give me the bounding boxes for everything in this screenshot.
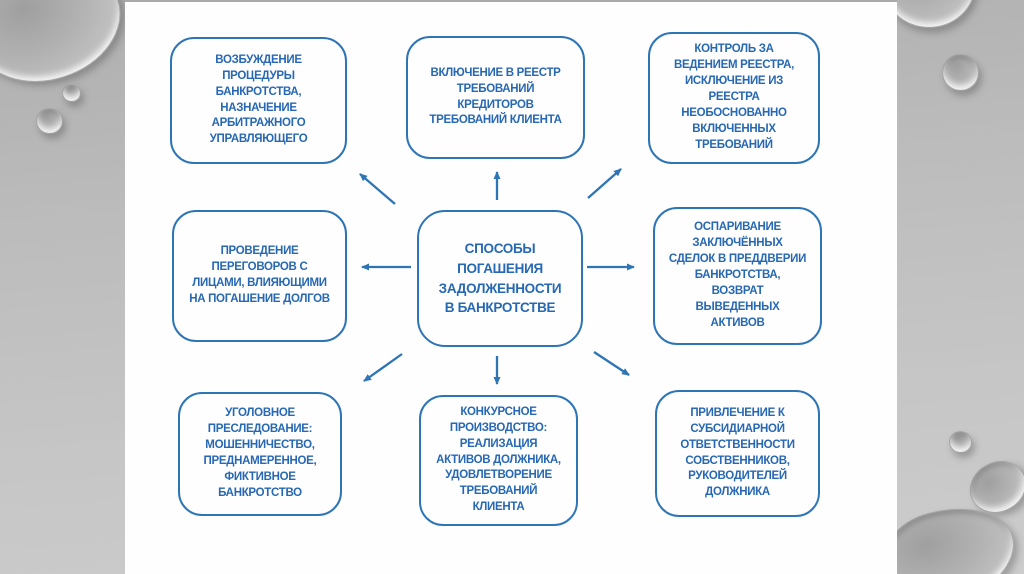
arrow-south-west [363, 353, 403, 382]
node-transaction-challenge: ОСПАРИВАНИЕ ЗАКЛЮЧЁННЫХ СДЕЛОК В ПРЕДДВЕ… [653, 207, 822, 345]
node-register-control: КОНТРОЛЬ ЗА ВЕДЕНИЕМ РЕЕСТРА, ИСКЛЮЧЕНИЕ… [648, 32, 820, 164]
node-creditor-register-inclusion: ВКЛЮЧЕНИЕ В РЕЕСТР ТРЕБОВАНИЙ КРЕДИТОРОВ… [406, 36, 585, 159]
center-node-debt-repayment-methods: СПОСОБЫ ПОГАШЕНИЯ ЗАДОЛЖЕННОСТИ В БАНКРО… [417, 210, 583, 347]
water-droplet-small-left [62, 84, 81, 102]
water-droplet-right-upper [942, 54, 979, 91]
water-droplet-medium-left [36, 108, 63, 134]
arrow-north-west [359, 173, 396, 205]
node-criminal-prosecution: УГОЛОВНОЕ ПРЕСЛЕДОВАНИЕ: МОШЕННИЧЕСТВО, … [178, 392, 342, 516]
arrow-south-east [593, 351, 630, 376]
node-bankruptcy-initiation: ВОЗБУЖДЕНИЕ ПРОЦЕДУРЫ БАНКРОТСТВА, НАЗНА… [170, 37, 347, 164]
node-liquidation-proceedings: КОНКУРСНОЕ ПРОИЗВОДСТВО: РЕАЛИЗАЦИЯ АКТИ… [419, 395, 578, 526]
node-subsidiary-liability: ПРИВЛЕЧЕНИЕ К СУБСИДИАРНОЙ ОТВЕТСТВЕННОС… [655, 390, 820, 517]
arrow-north-east [587, 168, 622, 199]
node-negotiations: ПРОВЕДЕНИЕ ПЕРЕГОВОРОВ С ЛИЦАМИ, ВЛИЯЮЩИ… [172, 210, 347, 342]
water-droplet-right-small [949, 431, 972, 453]
slide-panel: ВОЗБУЖДЕНИЕ ПРОЦЕДУРЫ БАНКРОТСТВА, НАЗНА… [125, 0, 897, 574]
